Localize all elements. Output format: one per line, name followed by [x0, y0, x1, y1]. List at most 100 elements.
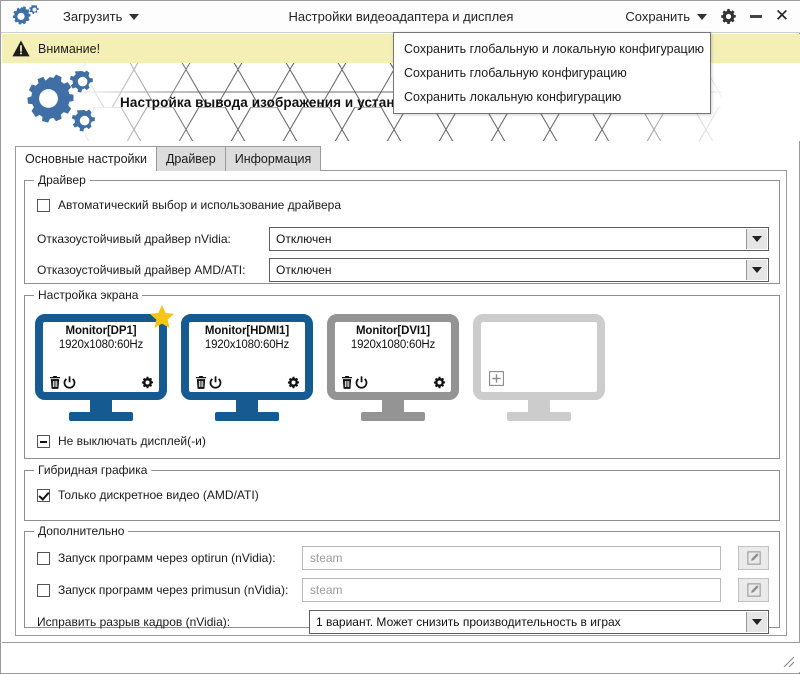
monitor-stand-base [507, 412, 571, 421]
amd-driver-value: Отключен [276, 263, 332, 277]
gear-icon [720, 8, 736, 24]
main-settings-panel: Драйвер Автоматический выбор и использов… [15, 170, 787, 636]
keep-display-label: Не выключать дисплей(-и) [58, 434, 206, 448]
chevron-down-icon [752, 267, 762, 273]
nvidia-driver-dropdown-arrow[interactable] [746, 229, 767, 249]
monitor-name: Monitor[DVI1] [355, 325, 431, 337]
gear-icon[interactable] [432, 375, 447, 390]
discrete-video-checkbox[interactable] [37, 488, 50, 502]
power-icon[interactable] [354, 375, 369, 390]
optirun-input[interactable]: steam [301, 546, 722, 570]
monitor-icon-row [339, 375, 447, 390]
primusrun-checkbox[interactable] [37, 583, 50, 597]
optirun-edit-button[interactable] [738, 546, 769, 570]
hybrid-graphics-group-title: Гибридная графика [34, 463, 152, 477]
monitor-stand-neck [236, 400, 258, 412]
warning-text: Внимание! [38, 41, 101, 56]
gear-icon[interactable] [286, 375, 301, 390]
monitor-stand-neck [528, 400, 550, 412]
tab-information-label: Информация [234, 152, 312, 166]
banner-gears-icon [20, 69, 106, 137]
monitor-name: Monitor[DP1] [65, 325, 137, 337]
optirun-checkbox[interactable] [37, 551, 50, 565]
monitor-resolution: 1920x1080:60Hz [58, 339, 144, 351]
menu-item-save-global-and-local[interactable]: Сохранить глобальную и локальную конфигу… [404, 42, 705, 56]
gear-icon[interactable] [140, 375, 155, 390]
monitor-stand-neck [382, 400, 404, 412]
primusrun-input[interactable]: steam [301, 578, 722, 602]
monitor-screen: Monitor[HDMI1] 1920x1080:60Hz [181, 314, 313, 400]
monitor-card-hdmi1[interactable]: Monitor[HDMI1] 1920x1080:60Hz [181, 314, 313, 421]
power-icon[interactable] [62, 375, 77, 390]
minimize-icon [750, 15, 762, 18]
chevron-down-icon [697, 13, 707, 20]
monitor-card-dvi1[interactable]: Monitor[DVI1] 1920x1080:60Hz [327, 314, 459, 421]
trash-icon[interactable] [193, 375, 208, 390]
warning-triangle-icon [12, 40, 30, 57]
monitor-stand-base [69, 412, 133, 421]
power-icon[interactable] [208, 375, 223, 390]
auto-driver-checkbox[interactable] [37, 198, 50, 212]
discrete-video-checkbox-row[interactable]: Только дискретное видео (AMD/ATI) [37, 488, 259, 502]
auto-driver-label: Автоматический выбор и использование дра… [58, 198, 341, 212]
minimize-button[interactable] [743, 4, 769, 30]
tab-driver[interactable]: Драйвер [155, 146, 226, 171]
monitor-resolution: 1920x1080:60Hz [350, 339, 436, 351]
optirun-label: Запуск программ через optirun (nVidia): [58, 551, 276, 565]
monitor-list: Monitor[DP1] 1920x1080:60Hz [35, 305, 605, 421]
close-icon: ✕ [774, 6, 790, 26]
menu-item-save-global[interactable]: Сохранить глобальную конфигурацию [404, 66, 627, 80]
discrete-video-label: Только дискретное видео (AMD/ATI) [58, 488, 259, 502]
primusrun-row: Запуск программ через primusun (nVidia):… [37, 578, 769, 602]
status-bar [2, 642, 800, 672]
plus-box-icon[interactable] [489, 371, 504, 386]
pencil-icon [747, 583, 761, 597]
tearfix-value: 1 вариант. Может снизить производительно… [316, 615, 621, 629]
additional-group: Дополнительно Запуск программ через opti… [24, 524, 780, 634]
hybrid-graphics-group: Гибридная графика Только дискретное виде… [24, 463, 780, 521]
monitor-card-dp1[interactable]: Monitor[DP1] 1920x1080:60Hz [35, 305, 174, 421]
titlebar-right-controls: Сохранить ✕ [619, 4, 800, 30]
app-logo-gears-icon [9, 4, 43, 30]
add-monitor-card[interactable] [473, 314, 605, 421]
close-button[interactable]: ✕ [769, 4, 795, 30]
tearfix-select[interactable]: 1 вариант. Может снизить производительно… [309, 610, 769, 634]
tab-main-settings[interactable]: Основные настройки [15, 146, 157, 171]
tearfix-label: Исправить разрыв кадров (nVidia): [37, 615, 231, 629]
tab-driver-label: Драйвер [165, 152, 216, 166]
monitor-icon-row [47, 375, 155, 390]
monitor-resolution: 1920x1080:60Hz [204, 339, 290, 351]
keep-display-checkbox[interactable] [37, 434, 50, 448]
tearfix-dropdown-arrow[interactable] [746, 612, 767, 632]
primusrun-edit-button[interactable] [738, 578, 769, 602]
driver-group-title: Драйвер [34, 173, 90, 187]
chevron-down-icon [752, 236, 762, 242]
monitor-screen: Monitor[DP1] 1920x1080:60Hz [35, 314, 167, 400]
save-dropdown-menu: Сохранить глобальную и локальную конфигу… [393, 32, 711, 114]
trash-icon[interactable] [47, 375, 62, 390]
monitor-stand-neck [90, 400, 112, 412]
nvidia-driver-row: Отказоустойчивый драйвер nVidia: Отключе… [37, 227, 769, 251]
driver-group: Драйвер Автоматический выбор и использов… [24, 173, 780, 284]
chevron-down-icon [752, 619, 762, 625]
chevron-down-icon [129, 13, 140, 20]
resize-grip-icon[interactable] [781, 654, 795, 668]
nvidia-driver-select[interactable]: Отключен [269, 227, 769, 251]
monitor-screen: Monitor[DVI1] 1920x1080:60Hz [327, 314, 459, 400]
amd-driver-select[interactable]: Отключен [269, 258, 769, 282]
auto-driver-checkbox-row[interactable]: Автоматический выбор и использование дра… [37, 198, 341, 212]
star-icon [149, 305, 175, 330]
load-button[interactable]: Загрузить [57, 6, 145, 27]
settings-button[interactable] [713, 4, 743, 30]
primusrun-label: Запуск программ через primusun (nVidia): [58, 583, 289, 597]
save-button[interactable]: Сохранить [619, 6, 713, 27]
menu-item-save-local[interactable]: Сохранить локальную конфигурацию [404, 90, 622, 104]
keep-display-checkbox-row[interactable]: Не выключать дисплей(-и) [37, 434, 206, 448]
screen-setup-group-title: Настройка экрана [34, 288, 143, 302]
load-button-label: Загрузить [63, 9, 123, 24]
tab-information[interactable]: Информация [224, 146, 322, 171]
amd-driver-dropdown-arrow[interactable] [746, 260, 767, 280]
trash-icon[interactable] [339, 375, 354, 390]
monitor-screen-empty [473, 314, 605, 400]
